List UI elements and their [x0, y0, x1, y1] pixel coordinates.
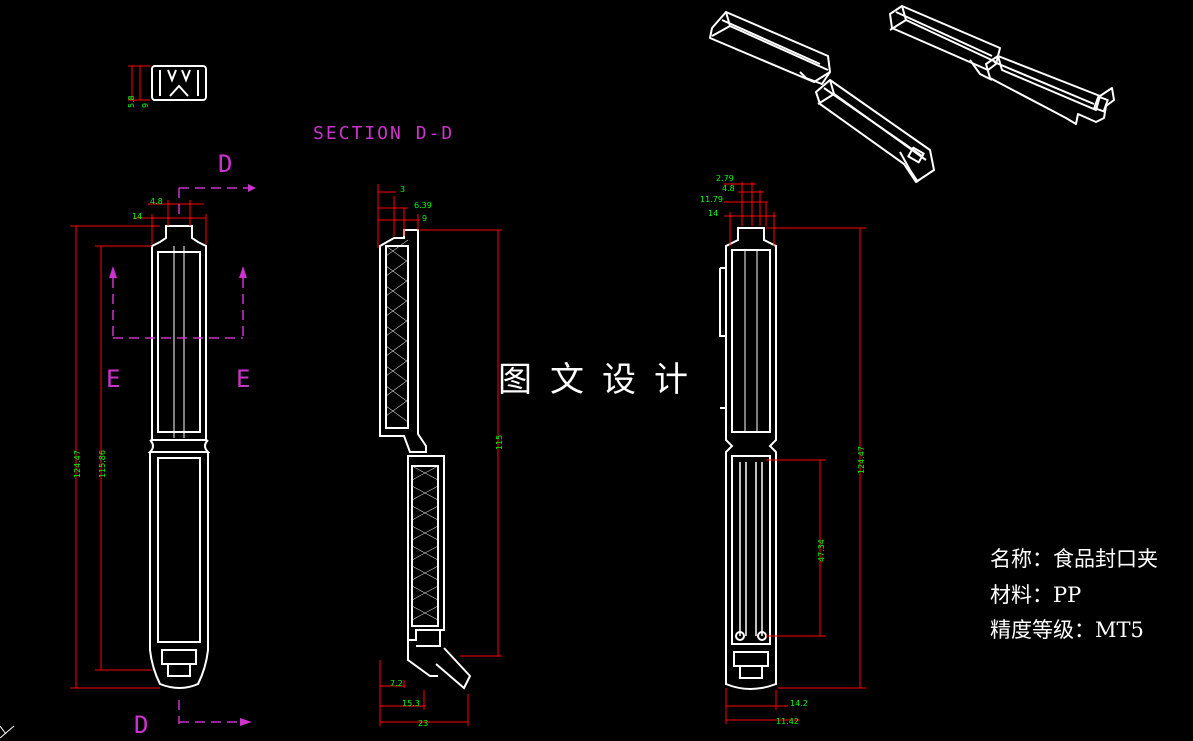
side-view-right — [719, 227, 777, 690]
front-view-left — [147, 225, 211, 689]
watermark: 图文设计 — [498, 360, 706, 400]
section-mark-e-left: E — [106, 365, 120, 393]
dim-thumb-a: 5.8 — [127, 95, 136, 108]
section-title: SECTION D-D — [313, 123, 454, 144]
dim-left-top2: 14 — [132, 212, 142, 221]
dim-thumb-b: 9 — [141, 103, 150, 108]
section-mark-e-right: E — [236, 365, 250, 393]
isometric-view-1 — [709, 11, 935, 183]
dim-mid-h: 115 — [495, 435, 504, 450]
right-dim-lines — [724, 182, 866, 724]
dim-left-h-inner: 115.86 — [98, 450, 107, 478]
dim-right-b1: 14.2 — [790, 699, 808, 708]
dim-right-h-part: 47.34 — [817, 539, 826, 562]
dim-mid-c: 9 — [422, 214, 427, 223]
section-view-middle — [379, 229, 472, 690]
section-lines — [112, 187, 248, 724]
dim-right-h-total: 124.47 — [857, 446, 866, 474]
dim-right-b2: 11.42 — [776, 717, 799, 726]
isometric-view-2 — [889, 5, 1115, 125]
dim-mid-b3: 23 — [418, 719, 428, 728]
dim-right-a: 2.79 — [716, 174, 734, 183]
dim-left-h-total: 124.47 — [73, 450, 82, 478]
dim-mid-b: 6.39 — [414, 201, 432, 210]
section-arrows — [109, 184, 256, 726]
thumbnail-dims — [128, 65, 150, 101]
section-hatching — [385, 239, 439, 621]
dim-mid-b2: 15.3 — [402, 699, 420, 708]
dim-right-b: 4.8 — [722, 184, 735, 193]
left-dim-lines — [70, 200, 207, 689]
section-mark-d-bottom: D — [134, 711, 148, 739]
dim-mid-a: 3 — [400, 185, 405, 194]
dim-right-c: 11.79 — [700, 195, 723, 204]
middle-dim-lines — [377, 184, 502, 726]
info-precision: 精度等级：MT5 — [990, 618, 1144, 642]
info-material: 材料：PP — [990, 583, 1082, 607]
corner-mark — [0, 725, 15, 739]
thumbnail-view — [151, 65, 207, 101]
section-mark-d-top: D — [218, 150, 232, 178]
info-name: 名称：食品封口夹 — [990, 547, 1158, 571]
dim-right-d: 14 — [708, 209, 718, 218]
dim-mid-b1: 7.2 — [390, 679, 403, 688]
dim-left-top1: 4.8 — [150, 197, 163, 206]
